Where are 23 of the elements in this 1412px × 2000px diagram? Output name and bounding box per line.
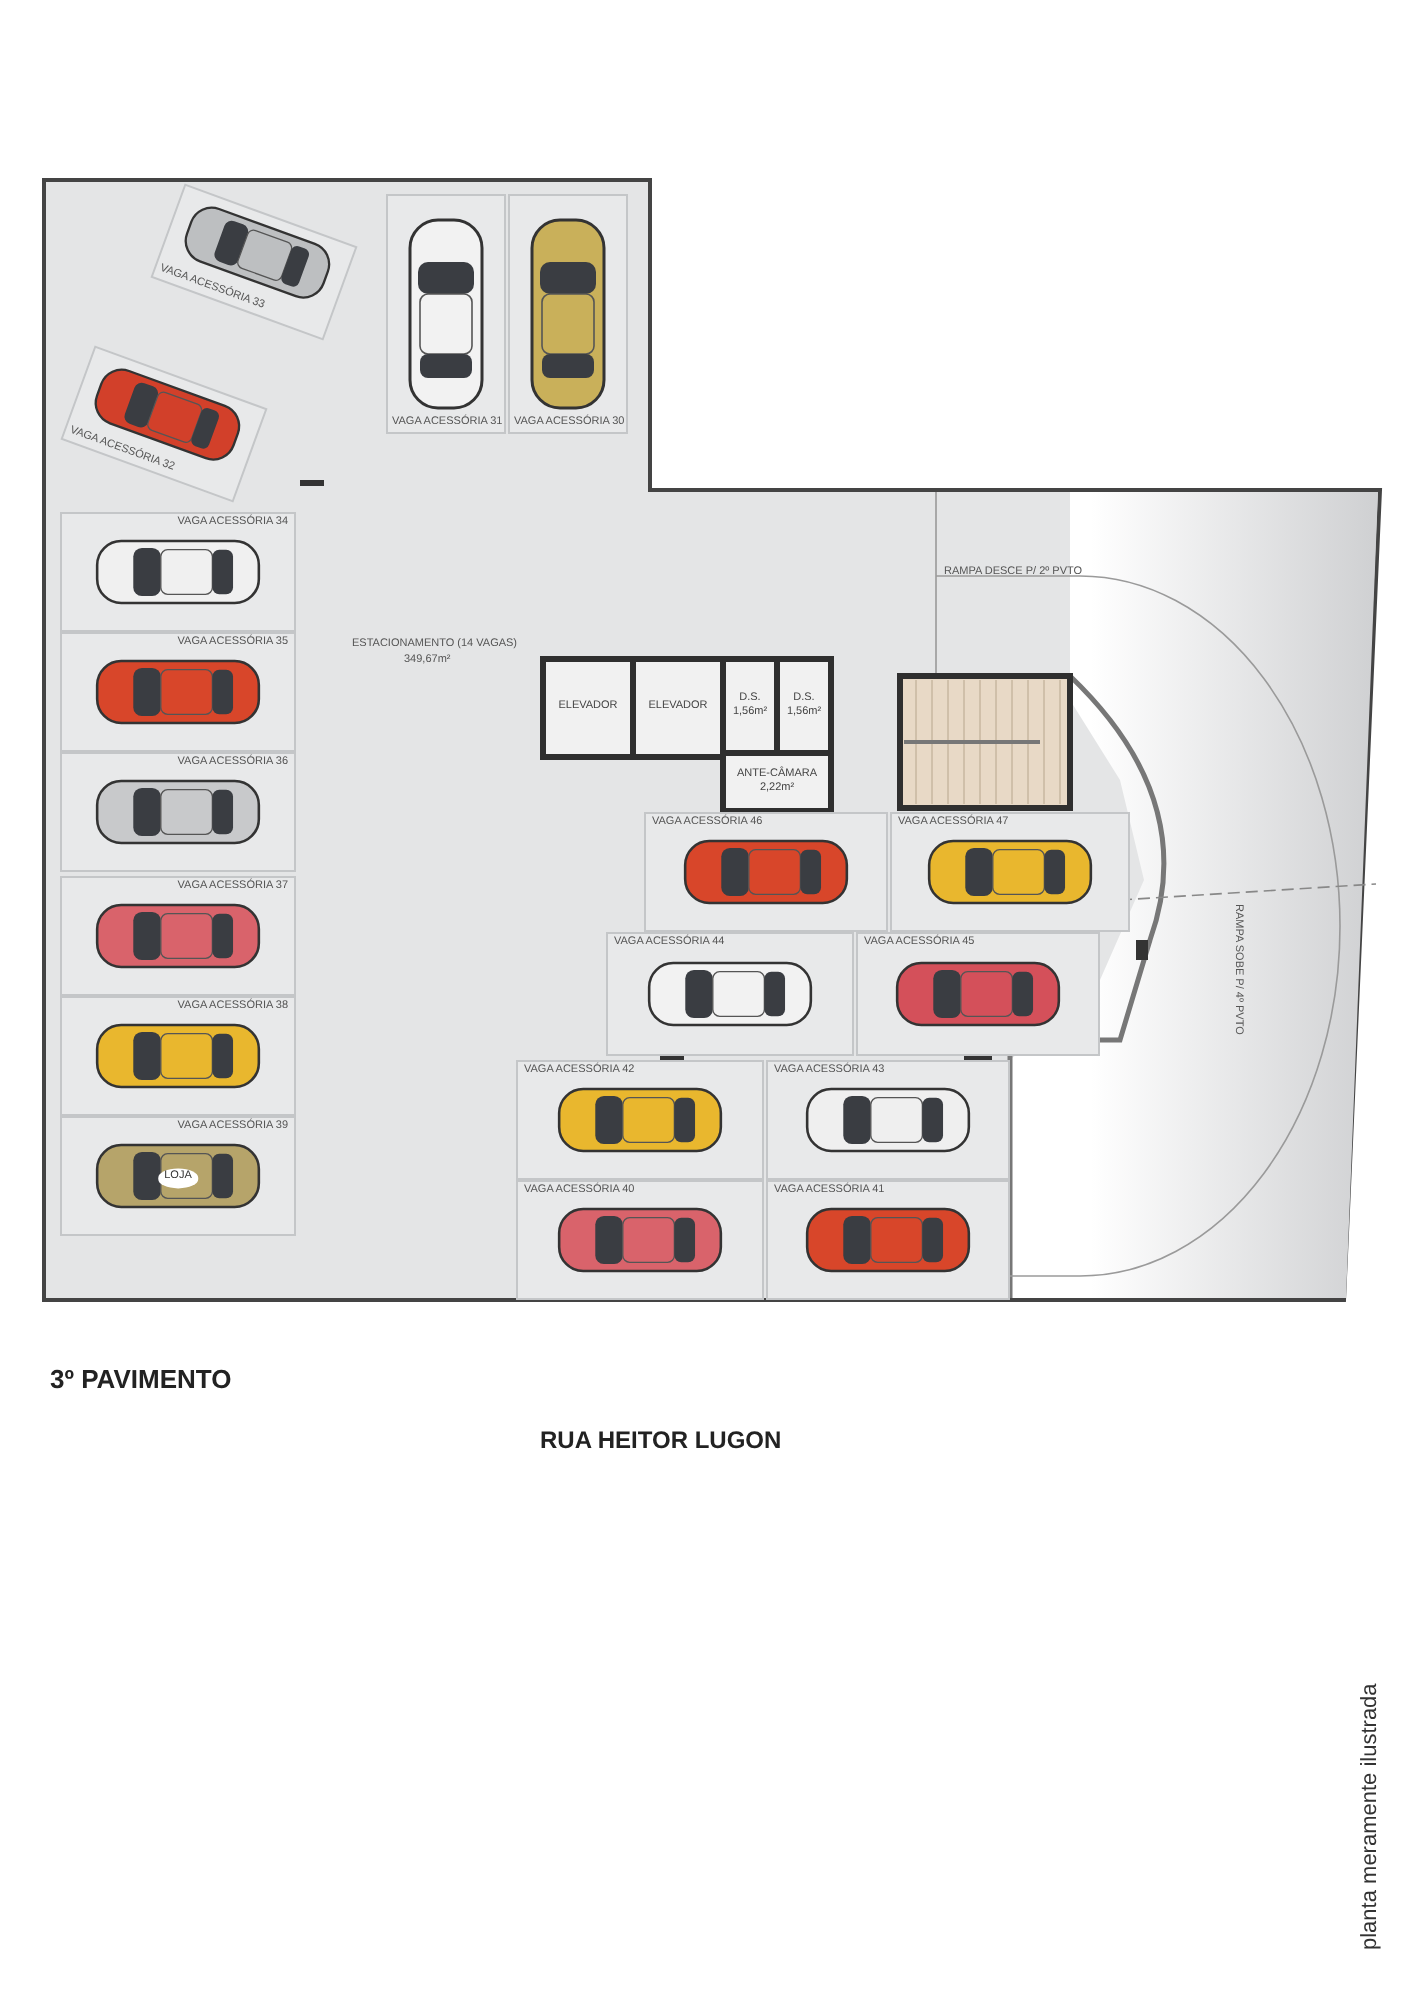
parking-space bbox=[60, 632, 296, 752]
parking-space bbox=[386, 194, 506, 434]
parking-space bbox=[60, 512, 296, 632]
parking-space bbox=[60, 1116, 296, 1236]
parking-space bbox=[60, 876, 296, 996]
room bbox=[540, 656, 636, 760]
parking-space bbox=[60, 996, 296, 1116]
parking-space bbox=[508, 194, 628, 434]
parking-space bbox=[856, 932, 1100, 1056]
street-name: planta meramente ilustrada bbox=[1358, 1683, 1383, 1950]
room bbox=[630, 656, 726, 760]
parking-space bbox=[766, 1180, 1010, 1300]
room bbox=[774, 656, 834, 756]
room bbox=[720, 750, 834, 814]
parking-space bbox=[606, 932, 854, 1056]
parking-space bbox=[890, 812, 1130, 932]
parking-space bbox=[644, 812, 888, 932]
parking-space bbox=[766, 1060, 1010, 1180]
parking-space bbox=[60, 752, 296, 872]
parking-space bbox=[516, 1180, 764, 1300]
floor-title: 3º PAVIMENTO bbox=[50, 1364, 232, 1394]
street-name: RUA HEITOR LUGON bbox=[540, 1428, 782, 1455]
parking-space bbox=[516, 1060, 764, 1180]
